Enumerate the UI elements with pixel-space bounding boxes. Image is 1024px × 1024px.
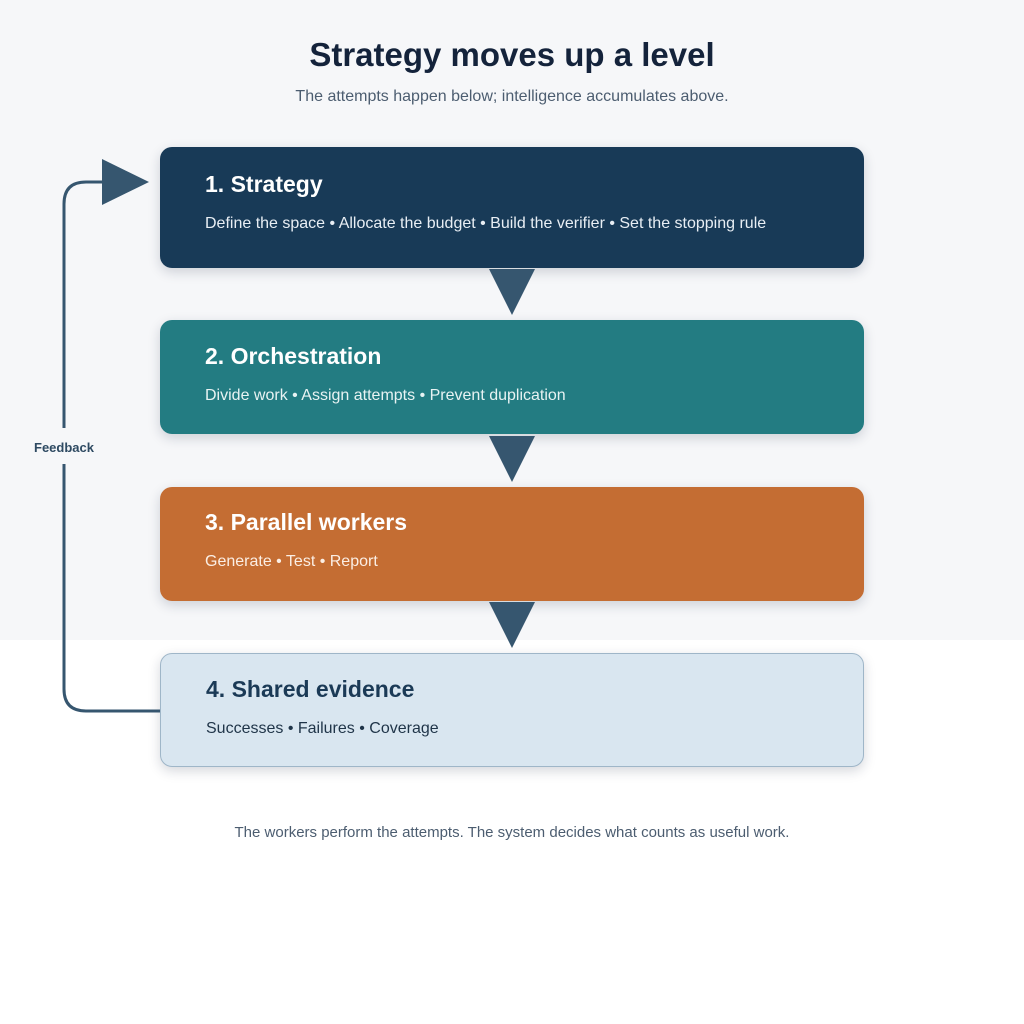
step-strategy-box: 1. Strategy Define the space • Allocate … bbox=[160, 147, 864, 268]
step-workers-description: Generate • Test • Report bbox=[205, 553, 378, 570]
feedback-label: Feedback bbox=[34, 440, 94, 455]
step-workers-title: 3. Parallel workers bbox=[205, 509, 408, 535]
step-orchestration-title: 2. Orchestration bbox=[205, 343, 382, 369]
footer-caption: The workers perform the attempts. The sy… bbox=[234, 824, 790, 841]
step-evidence-description: Successes • Failures • Coverage bbox=[206, 720, 439, 737]
step-evidence-box: 4. Shared evidence Successes • Failures … bbox=[160, 653, 864, 767]
page-subtitle: The attempts happen below; intelligence … bbox=[295, 88, 729, 105]
step-strategy-title: 1. Strategy bbox=[205, 171, 323, 197]
step-workers-box: 3. Parallel workers Generate • Test • Re… bbox=[160, 487, 864, 601]
page-title: Strategy moves up a level bbox=[309, 36, 715, 73]
step-strategy-description: Define the space • Allocate the budget •… bbox=[205, 215, 767, 232]
step-orchestration-box: 2. Orchestration Divide work • Assign at… bbox=[160, 320, 864, 434]
step-orchestration-description: Divide work • Assign attempts • Prevent … bbox=[205, 387, 566, 404]
step-evidence-title: 4. Shared evidence bbox=[206, 676, 415, 702]
